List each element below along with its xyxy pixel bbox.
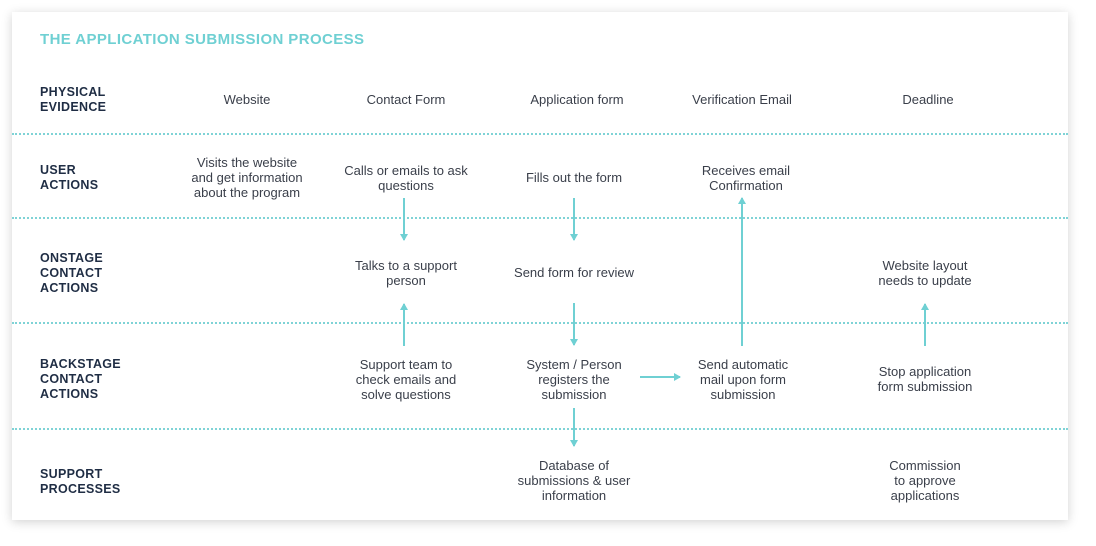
row-divider [12, 428, 1068, 430]
row-label-onstage-contact-actions: ONSTAGE CONTACT ACTIONS [40, 251, 103, 295]
support-commission: Commission to approve applications [889, 458, 961, 503]
evidence-contact-form: Contact Form [366, 92, 446, 107]
diagram-title: THE APPLICATION SUBMISSION PROCESS [40, 31, 365, 48]
row-label-backstage-contact-actions: BACKSTAGE CONTACT ACTIONS [40, 357, 121, 401]
row-label-physical-evidence: PHYSICAL EVIDENCE [40, 85, 107, 114]
backstage-send-automatic-mail: Send automatic mail upon form submission [697, 357, 789, 402]
row-label-user-actions: USER ACTIONS [40, 163, 99, 192]
row-divider [12, 133, 1068, 135]
backstage-stop-submission: Stop application form submission [877, 364, 973, 394]
diagram-card [12, 12, 1068, 520]
evidence-deadline: Deadline [902, 92, 954, 107]
user-action-calls-or-emails: Calls or emails to ask questions [344, 163, 468, 193]
evidence-verification-email: Verification Email [692, 92, 792, 107]
evidence-application-form: Application form [530, 92, 624, 107]
onstage-website-layout-update: Website layout needs to update [878, 258, 972, 288]
user-action-receives-email: Receives email Confirmation [701, 163, 791, 193]
onstage-talks-to-support: Talks to a support person [355, 258, 457, 288]
onstage-send-form-for-review: Send form for review [514, 265, 634, 280]
row-label-support-processes: SUPPORT PROCESSES [40, 467, 121, 496]
evidence-website: Website [223, 92, 271, 107]
support-database: Database of submissions & user informati… [517, 458, 631, 503]
row-divider [12, 217, 1068, 219]
user-action-fills-form: Fills out the form [525, 170, 623, 185]
row-divider [12, 322, 1068, 324]
backstage-support-team: Support team to check emails and solve q… [355, 357, 457, 402]
user-action-visits-website: Visits the website and get information a… [191, 155, 303, 200]
backstage-system-registers: System / Person registers the submission [526, 357, 622, 402]
